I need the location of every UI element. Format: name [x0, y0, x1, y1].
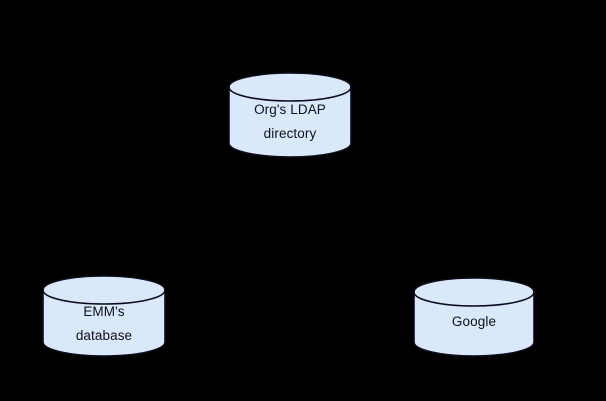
database-node-ldap[interactable]: Org's LDAP directory [228, 72, 352, 158]
database-node-emm[interactable]: EMM's database [42, 275, 166, 357]
cylinder-icon [42, 275, 166, 357]
database-node-google[interactable]: Google [413, 277, 535, 357]
cylinder-icon [413, 277, 535, 357]
cylinder-icon [228, 72, 352, 158]
